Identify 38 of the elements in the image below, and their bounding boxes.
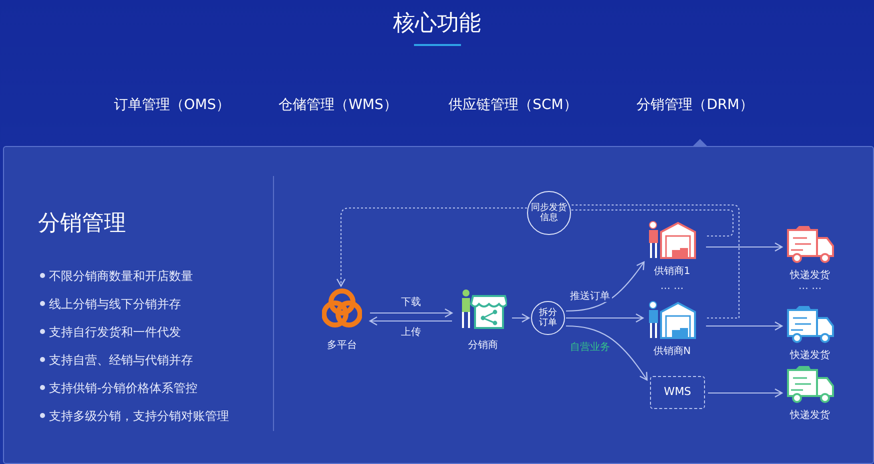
arrow [706,321,783,331]
node-label: 供销商N [652,344,692,358]
feature-item: 支持多级分销，支持分销对账管理 [49,408,229,425]
feature-item: 支持供销-分销价格体系管控 [49,380,198,397]
edge-label: 自营业务 [568,342,612,353]
arrow [706,242,783,252]
ellipsis-text: … … [659,281,685,292]
feature-item: 不限分销商数量和开店数量 [49,268,193,285]
node-label: 快递发货 [788,348,831,362]
node-label: 快递发货 [788,268,831,282]
feature-item: 线上分销与线下分销并存 [49,296,181,313]
dotted-connector [571,209,734,237]
arrow [566,325,648,381]
dotted-connector [336,207,527,287]
tab-label: 分销管理（DRM） [636,96,754,114]
arrow [708,388,783,398]
tab-label: 订单管理（OMS） [113,96,231,114]
feature-item: 支持自营、经销与代销并存 [49,352,193,369]
node-label: 分销商 [467,338,499,352]
dashed-box: WMS [650,376,705,409]
edge-label: 上传 [399,327,423,338]
node-label: 快递发货 [788,408,831,422]
arrow [566,261,645,312]
edge-label: 下载 [399,297,423,308]
arrow [369,316,452,326]
tab-label: 仓储管理（WMS） [278,96,398,114]
tab-label: 供应链管理（SCM） [448,96,578,114]
arrow [370,308,453,318]
dotted-connector [571,204,740,319]
node-label: 供销商1 [652,264,692,278]
feature-item: 支持自行发货和一件代发 [49,324,181,341]
ellipsis-text: … … [797,281,823,292]
section-heading: 分销管理 [38,210,126,238]
arrow [566,313,644,323]
edge-label: 推送订单 [568,291,612,302]
node-label: 多平台 [326,338,358,352]
page-title: 核心功能 [392,10,482,38]
arrow [512,313,530,323]
